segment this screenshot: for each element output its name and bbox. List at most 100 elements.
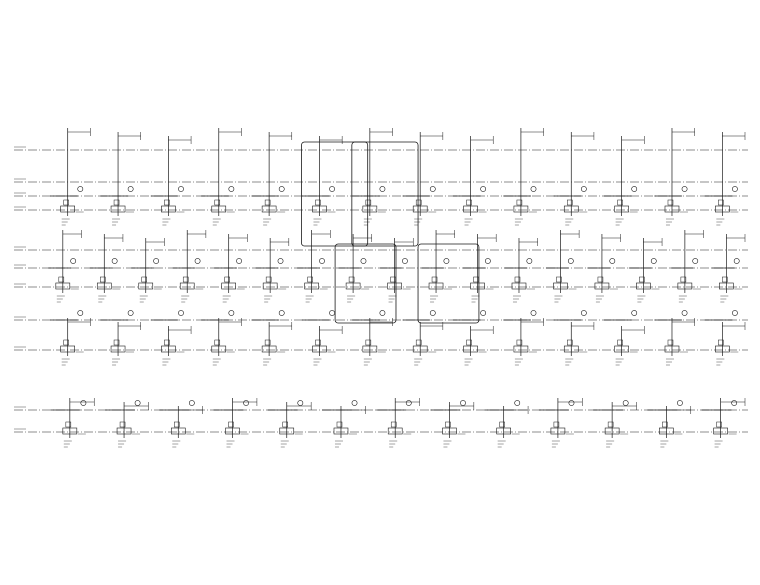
gauge-symbol [622,400,629,406]
valve-symbol [174,421,180,428]
equipment-block [463,205,478,213]
riser-system [251,310,293,366]
riser-system [604,136,645,226]
valve-symbol [365,339,372,346]
riser-system [150,310,192,366]
gauge-symbol [530,186,537,192]
gauge-symbol [178,186,184,192]
valve-symbol [265,276,272,283]
riser-system [89,234,124,303]
valve-symbol [567,199,573,206]
riser-system [297,230,331,303]
riser-system [131,238,165,303]
equipment-block [636,282,651,290]
gauge-symbol [329,186,335,192]
gauge-symbol [77,186,84,192]
equipment-block [713,427,728,435]
equipment-block [511,282,527,290]
riser-system [213,398,258,448]
valve-symbol [164,339,170,346]
riser-system [545,230,580,303]
riser-system [50,398,95,448]
valve-symbol [617,339,623,346]
valve-symbol [639,276,645,283]
equipment-block [659,427,674,435]
equipment-block [170,427,186,435]
gauge-symbol [526,258,533,264]
equipment-block [312,345,327,353]
equipment-block [312,205,327,213]
valve-symbol [607,421,614,428]
valve-symbol [516,199,523,206]
riser-system [553,310,595,366]
valve-symbol [718,199,724,206]
equipment-block [614,345,629,353]
gauge-symbol [277,258,284,264]
gauge-symbol [429,186,436,192]
riser-system [430,400,475,448]
gauge-symbol [127,310,134,316]
gauge-symbol [134,400,141,406]
valve-symbol [514,276,521,283]
equipment-block [387,427,403,435]
equipment-block [138,282,154,290]
riser-system [628,238,663,303]
valve-symbol [667,199,674,206]
riser-system [654,310,695,366]
riser-system [380,238,414,303]
valve-symbol [516,339,523,346]
valve-symbol [466,339,472,346]
gauge-symbol [580,186,587,192]
riser-system [201,128,242,226]
highlight-box [334,243,397,324]
equipment-block [110,205,126,213]
valve-symbol [113,199,120,206]
equipment-block [62,427,78,435]
highlight-box [301,141,369,247]
equipment-block [304,282,319,290]
gauge-symbol [443,258,450,264]
equipment-block [442,427,457,435]
gauge-symbol [429,310,436,316]
gauge-symbol [111,258,118,264]
valve-symbol [264,339,271,346]
gauge-symbol [681,186,688,192]
gauge-symbol [297,400,304,406]
gauge-symbol [127,186,134,192]
equipment-block [496,427,511,435]
riser-system [150,136,192,226]
valve-symbol [431,276,438,283]
valve-symbol [141,276,147,283]
gauge-symbol [360,258,367,264]
equipment-block [211,345,227,353]
gauge-symbol [732,186,738,192]
gauge-symbol [228,186,235,192]
riser-system [503,128,544,226]
equipment-block [225,427,240,435]
gauge-symbol [650,258,657,264]
valve-symbol [65,421,72,428]
valve-symbol [466,199,472,206]
gauge-symbol [733,258,740,264]
riser-system [50,128,91,226]
equipment-block [428,282,444,290]
highlight-boxes [301,141,480,324]
riser-system [255,238,290,303]
gauge-symbol [514,400,521,406]
valve-symbol [182,276,189,283]
riser-system [48,230,82,303]
gauge-symbol [484,258,491,264]
equipment-block [614,205,629,213]
valve-symbol [680,276,687,283]
valve-symbol [228,421,234,428]
gauge-symbol [677,400,683,406]
valve-symbol [348,276,355,283]
gauge-symbol [379,310,386,316]
riser-system [105,400,149,448]
equipment-block [161,205,176,213]
valve-symbol [617,199,623,206]
equipment-block [279,427,295,435]
gauge-symbol [319,258,325,264]
valve-symbol [567,339,573,346]
equipment-block [96,282,112,290]
